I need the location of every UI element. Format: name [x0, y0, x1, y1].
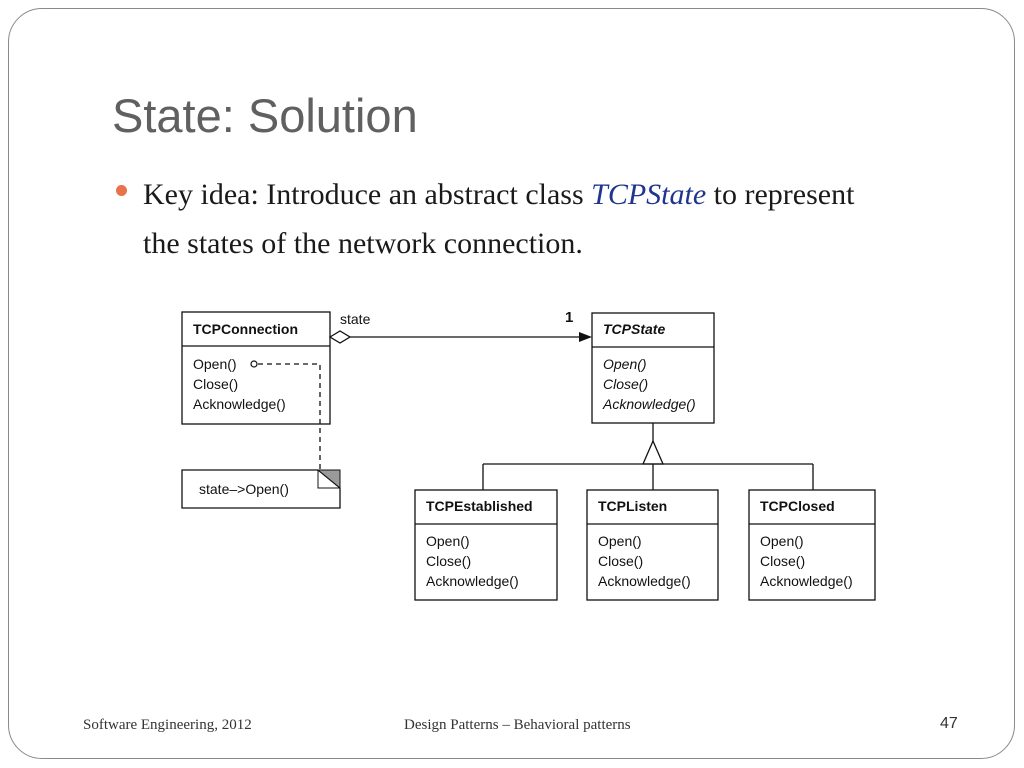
association-state: state 1	[328, 309, 592, 344]
bullet-suffix: to represent the states of the network c…	[143, 178, 855, 260]
class-tcpclosed: TCPClosed Open() Close() Acknowledge()	[748, 489, 876, 601]
bullet-marker	[116, 185, 127, 196]
operation: Close()	[760, 553, 805, 569]
generalization-triangle-icon	[642, 439, 664, 465]
slide-frame	[8, 8, 1015, 759]
slide-title: State: Solution	[112, 89, 418, 142]
operation: Acknowledge()	[426, 573, 519, 589]
inheritance-arrow	[482, 423, 814, 490]
operation: Close()	[426, 553, 471, 569]
class-tcplisten: TCPListen Open() Close() Acknowledge()	[586, 489, 719, 601]
class-name: TCPState	[603, 321, 665, 337]
note-text: state–>Open()	[199, 481, 289, 497]
bullet-prefix: Key idea: Introduce an abstract class	[143, 178, 592, 211]
arrowhead-icon	[579, 332, 592, 342]
footer-course: Software Engineering, 2012	[83, 717, 252, 733]
footer-topic: Design Patterns – Behavioral patterns	[404, 717, 631, 733]
class-name: TCPClosed	[760, 498, 835, 514]
operation: Open()	[598, 533, 642, 549]
class-tcpestablished: TCPEstablished Open() Close() Acknowledg…	[414, 489, 558, 601]
operation: Close()	[598, 553, 643, 569]
operation: Close()	[603, 376, 648, 392]
operation: Acknowledge()	[598, 573, 691, 589]
operation: Open()	[193, 356, 237, 372]
association-multiplicity: 1	[565, 309, 573, 326]
bullet-text: Key idea: Introduce an abstract class TC…	[143, 170, 883, 268]
operation: Open()	[603, 356, 647, 372]
operation: Acknowledge()	[602, 396, 696, 412]
operation: Close()	[193, 376, 238, 392]
operation: Acknowledge()	[760, 573, 853, 589]
class-tcpconnection: TCPConnection Open() Close() Acknowledge…	[181, 311, 331, 425]
operation: Acknowledge()	[193, 396, 286, 412]
class-name: TCPListen	[598, 498, 667, 514]
class-tcpstate: TCPState Open() Close() Acknowledge()	[591, 312, 715, 424]
note-state-open: state–>Open()	[181, 469, 341, 509]
page-number: 47	[940, 715, 958, 732]
bullet-emphasis: TCPState	[591, 178, 707, 211]
association-role: state	[340, 311, 371, 327]
operation: Open()	[426, 533, 470, 549]
class-name: TCPEstablished	[426, 498, 533, 514]
class-name: TCPConnection	[193, 321, 298, 337]
operation: Open()	[760, 533, 804, 549]
note-link	[250, 360, 321, 470]
